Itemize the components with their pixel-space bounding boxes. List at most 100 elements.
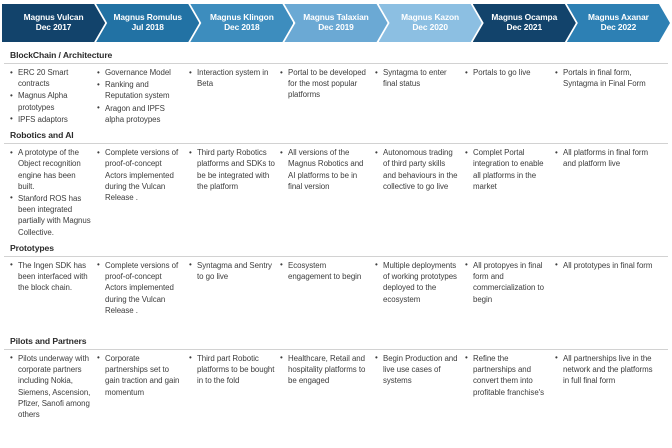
- bullet-list: All platforms in final form and platform…: [555, 147, 653, 169]
- roadmap-sections: BlockChain / ArchitectureERC 20 Smart co…: [0, 46, 672, 435]
- milestone-date: Dec 2021: [506, 22, 543, 32]
- milestone-name: Magnus Talaxian: [303, 12, 369, 23]
- bullet-list: Portal to be developed for the most popu…: [280, 67, 370, 101]
- bullet-item: Third part Robotic platforms to be bough…: [189, 352, 275, 387]
- section-2: Robotics and AI A prototype of the Object…: [0, 126, 672, 239]
- section-title: Prototypes: [10, 242, 54, 253]
- bullet-item: Syntagma and Sentry to go live: [189, 259, 275, 282]
- column-4: Portal to be developed for the most popu…: [280, 67, 375, 102]
- column-7: All partnerships live in the network and…: [555, 352, 658, 388]
- section-title: BlockChain / Architecture: [10, 50, 113, 60]
- column-6: All protopyes in final form and commerci…: [465, 259, 555, 306]
- bullet-list: Complete versions of proof-of-concept Ac…: [97, 259, 184, 316]
- bullet-list: All partnerships live in the network and…: [555, 352, 653, 387]
- bullet-list: A prototype of the Object recognition en…: [10, 147, 92, 238]
- section-3: PrototypesThe Ingen SDK has been interfa…: [0, 239, 672, 332]
- bullet-item: Complete versions of proof-of-concept Ac…: [97, 147, 184, 203]
- bullet-list: Portals in final form, Syntagma in Final…: [555, 66, 653, 89]
- bullet-item: The Ingen SDK has been interfaced with t…: [10, 259, 92, 294]
- bullet-list: Pilots underway with corporate partners …: [10, 352, 92, 420]
- bullet-list: Syntagma to enter final status: [375, 66, 460, 89]
- bullet-item: Governance Model: [97, 66, 184, 78]
- bullet-item: Refine the partnerships and convert them…: [465, 352, 550, 398]
- bullet-list: Syntagma and Sentry to go live: [189, 259, 275, 282]
- bullet-list: Corporate partnerships set to gain tract…: [97, 352, 184, 398]
- bullet-list: ERC 20 Smart contractsMagnus Alpha proto…: [10, 66, 92, 125]
- milestone-name: Magnus Romulus: [113, 12, 182, 23]
- column-3: Syntagma and Sentry to go live: [189, 259, 280, 283]
- column-7: Portals in final form, Syntagma in Final…: [555, 66, 658, 90]
- bullet-item: All partnerships live in the network and…: [555, 352, 653, 387]
- column-2: Complete versions of proof-of-concept Ac…: [97, 259, 189, 317]
- section-columns: ERC 20 Smart contractsMagnus Alpha proto…: [2, 66, 670, 126]
- section-4: Pilots and PartnersPilots underway with …: [0, 332, 672, 435]
- column-7: All prototypes in final form: [555, 259, 658, 272]
- milestone-name: Magnus Klingon: [209, 12, 274, 23]
- bullet-list: Begin Production and live use cases of s…: [375, 352, 460, 387]
- column-5: Begin Production and live use cases of s…: [375, 352, 465, 388]
- milestone-name: Magnus Ocampa: [491, 12, 558, 23]
- column-2: Governance ModelRanking and Reputation s…: [97, 66, 189, 126]
- column-3: Third part Robotic platforms to be bough…: [189, 352, 280, 388]
- bullet-list: All prototypes in final form: [555, 259, 653, 271]
- bullet-list: All versions of the Magnus Robotics and …: [280, 147, 370, 192]
- column-5: Multiple deployments of working prototyp…: [375, 259, 465, 306]
- bullet-item: Portal to be developed for the most popu…: [280, 67, 370, 101]
- section-1: BlockChain / ArchitectureERC 20 Smart co…: [0, 46, 672, 126]
- bullet-item: All versions of the Magnus Robotics and …: [280, 147, 370, 192]
- milestone-name: Magnus Axanar: [588, 12, 649, 23]
- bullet-item: Aragon and IPFS alpha protoypes: [97, 102, 184, 125]
- column-2: Complete versions of proof-of-concept Ac…: [97, 147, 189, 204]
- bullet-item: ERC 20 Smart contracts: [10, 66, 92, 89]
- bullet-list: Ecosystem engagement to begin: [280, 259, 370, 282]
- bullet-list: Interaction system in Beta: [189, 66, 275, 89]
- column-1: Pilots underway with corporate partners …: [2, 352, 97, 421]
- column-4: Ecosystem engagement to begin: [280, 259, 375, 283]
- bullet-item: Third party Robotics platforms and SDKs …: [189, 147, 275, 192]
- section-title: Robotics and AI: [10, 130, 74, 141]
- bullet-item: Healthcare, Retail and hospitality platf…: [280, 352, 370, 387]
- bullet-list: Complete versions of proof-of-concept Ac…: [97, 147, 184, 203]
- section-divider: [4, 348, 668, 350]
- section-title: Pilots and Partners: [10, 335, 87, 346]
- milestone-date: Dec 2019: [318, 22, 354, 32]
- section-columns: The Ingen SDK has been interfaced with t…: [2, 259, 670, 332]
- bullet-item: Begin Production and live use cases of s…: [375, 352, 460, 387]
- bullet-item: All platforms in final form and platform…: [555, 147, 653, 169]
- bullet-list: Third part Robotic platforms to be bough…: [189, 352, 275, 387]
- bullet-item: Interaction system in Beta: [189, 66, 275, 89]
- bullet-item: Portals in final form, Syntagma in Final…: [555, 66, 653, 89]
- bullet-list: All protopyes in final form and commerci…: [465, 259, 550, 305]
- milestone-date: Dec 2017: [35, 22, 72, 32]
- column-6: Portals to go live: [465, 66, 555, 79]
- bullet-item: Complete versions of proof-of-concept Ac…: [97, 259, 184, 316]
- bullet-item: Corporate partnerships set to gain tract…: [97, 352, 184, 398]
- column-3: Interaction system in Beta: [189, 66, 280, 90]
- milestone-date: Jul 2018: [131, 22, 164, 32]
- milestone-name: Magnus Vulcan: [23, 12, 84, 23]
- bullet-item: IPFS adaptors: [10, 113, 92, 125]
- milestone-date: Dec 2020: [412, 22, 448, 32]
- bullet-item: Ranking and Reputation system: [97, 79, 184, 101]
- bullet-list: The Ingen SDK has been interfaced with t…: [10, 259, 92, 294]
- column-5: Syntagma to enter final status: [375, 66, 465, 90]
- section-columns: Pilots underway with corporate partners …: [2, 352, 670, 435]
- column-4: All versions of the Magnus Robotics and …: [280, 147, 375, 193]
- column-1: A prototype of the Object recognition en…: [2, 147, 97, 239]
- milestone-date: Dec 2022: [600, 22, 637, 32]
- bullet-item: Stanford ROS has been integrated partial…: [10, 192, 92, 238]
- bullet-item: Autonomous trading of third party skills…: [375, 147, 460, 192]
- bullet-list: Governance ModelRanking and Reputation s…: [97, 66, 184, 125]
- milestone-name: Magnus Kazon: [401, 12, 460, 23]
- bullet-list: Complet Portal integration to enable all…: [465, 147, 550, 192]
- bullet-item: Complet Portal integration to enable all…: [465, 147, 550, 192]
